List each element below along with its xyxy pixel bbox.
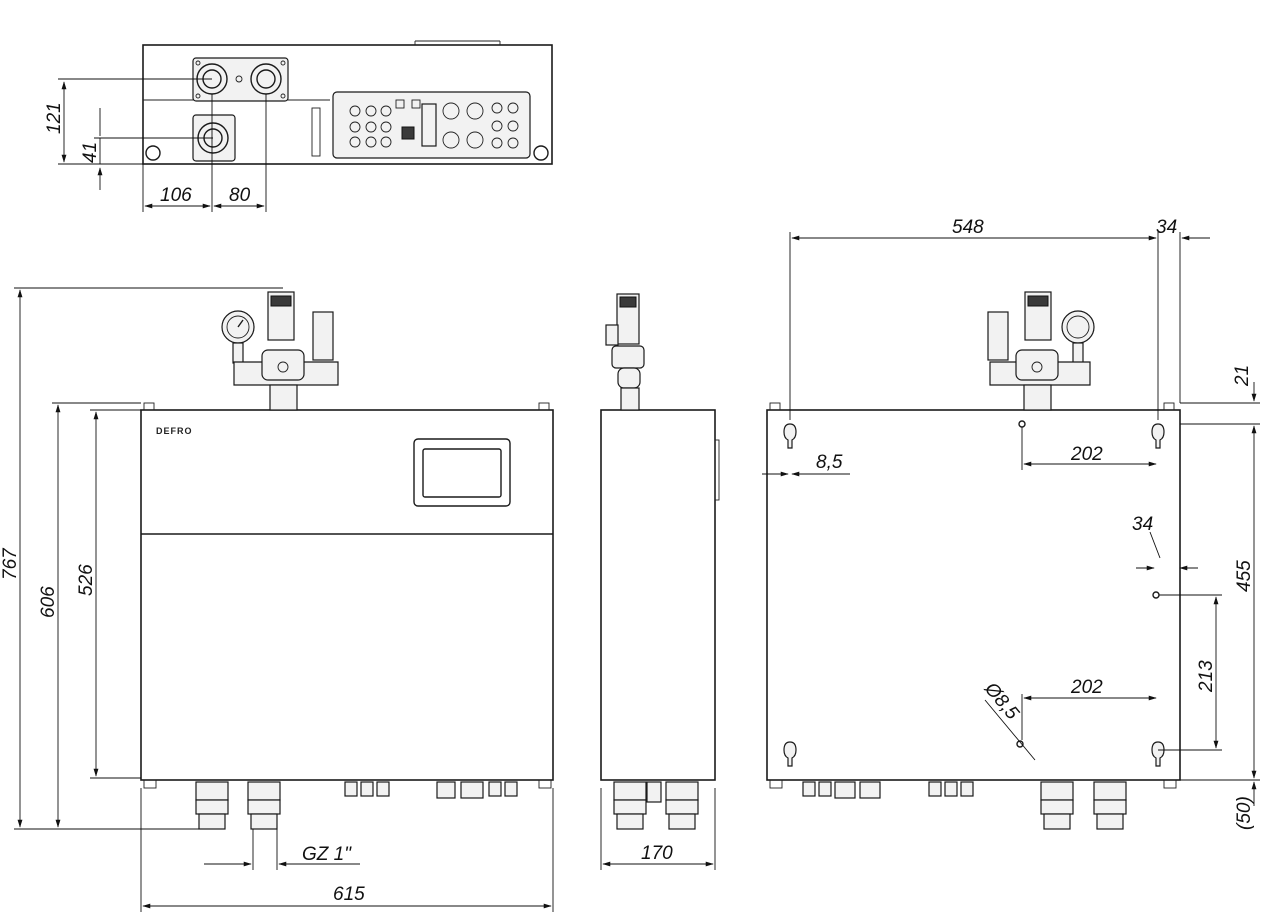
rear-view (766, 291, 1181, 830)
dim-21: 21 (1232, 365, 1253, 387)
dim-121: 121 (44, 102, 65, 134)
side-view-dimensions (600, 788, 716, 870)
front-view: DEFRO (140, 291, 554, 830)
dim-213: 213 (1196, 660, 1217, 693)
dim-gz: GZ 1" (302, 844, 352, 865)
control-display (413, 438, 511, 507)
dim-615: 615 (333, 884, 365, 905)
dim-548: 548 (952, 217, 984, 238)
dim-80: 80 (229, 185, 251, 206)
dim-170: 170 (641, 843, 673, 864)
safety-group (221, 291, 339, 411)
front-connections (195, 781, 518, 830)
dim-106: 106 (160, 185, 192, 206)
top-view-dimensions (58, 78, 267, 212)
dim-8-5: 8,5 (816, 452, 843, 473)
dim-202-bottom: 202 (1070, 677, 1103, 698)
dim-34-mid: 34 (1132, 514, 1153, 535)
dim-767: 767 (0, 547, 21, 580)
dim-50: (50) (1234, 796, 1255, 830)
top-view (142, 40, 553, 165)
keyhole-mounts (783, 423, 1165, 767)
dim-41: 41 (80, 142, 101, 163)
dim-34-top: 34 (1156, 217, 1177, 238)
rear-connections (802, 781, 1127, 830)
rear-safety-group (987, 291, 1095, 411)
front-view-dimensions (14, 287, 554, 912)
side-view (600, 293, 720, 830)
dim-202-top: 202 (1070, 444, 1103, 465)
gland-holes (349, 102, 519, 149)
brand-logo: DEFRO (156, 426, 193, 436)
dim-526: 526 (76, 564, 97, 596)
rear-view-dimensions (762, 232, 1260, 806)
dim-606: 606 (38, 586, 59, 618)
dim-455: 455 (1234, 560, 1255, 592)
